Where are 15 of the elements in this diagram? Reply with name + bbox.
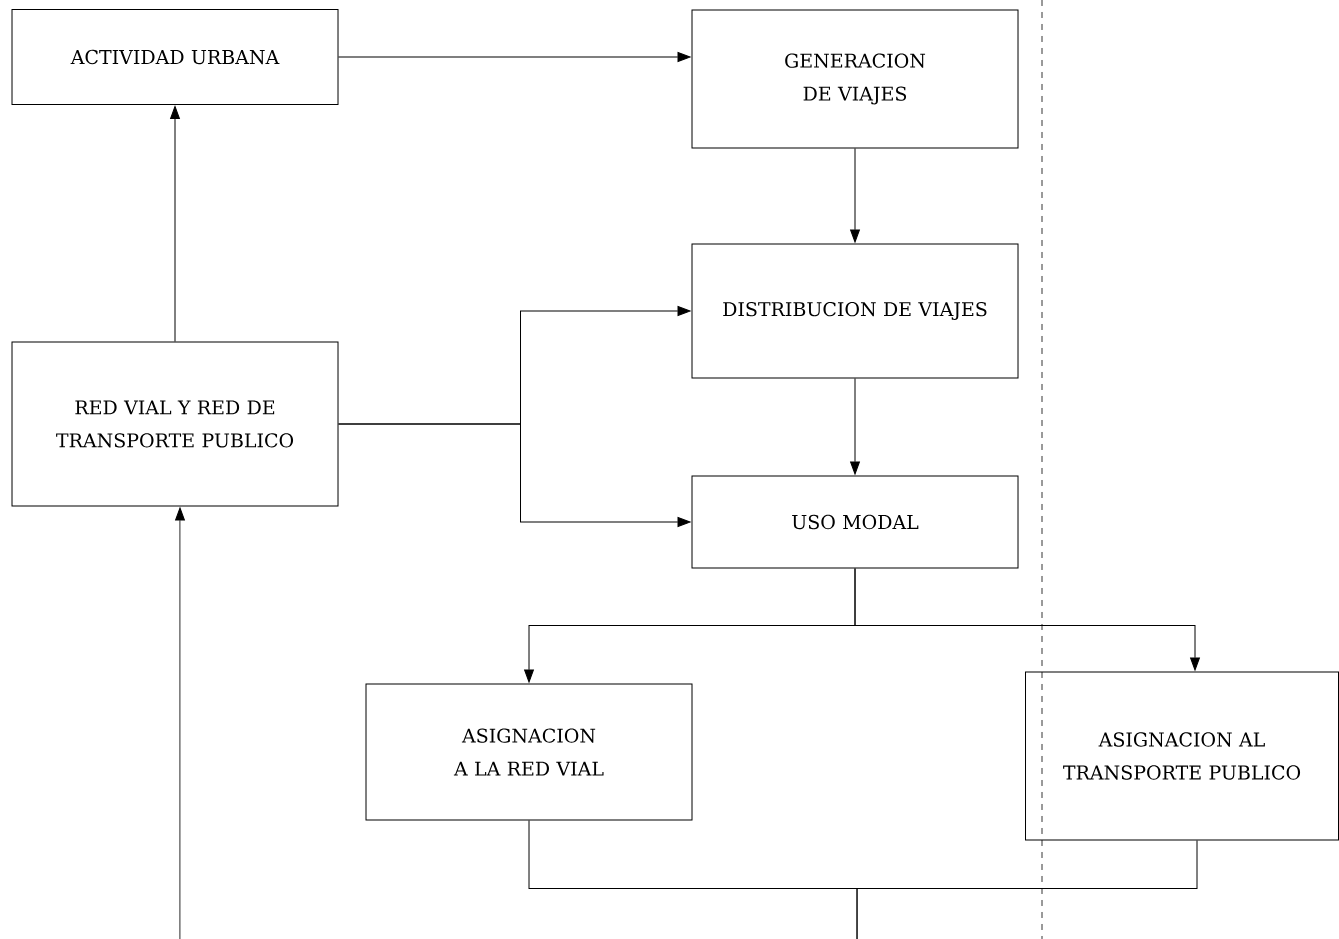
- arrow: [338, 423, 691, 527]
- process-box: RED VIAL Y RED DE TRANSPORTE PUBLICO: [11, 341, 339, 507]
- arrow: [854, 568, 1200, 671]
- arrow: [338, 52, 691, 62]
- arrow: [850, 378, 860, 475]
- process-box: USO MODAL: [691, 475, 1019, 569]
- process-box: ASIGNACION A LA RED VIAL: [365, 683, 693, 821]
- process-box: ASIGNACION AL TRANSPORTE PUBLICO: [1025, 671, 1339, 841]
- process-box: GENERACION DE VIAJES: [691, 9, 1019, 149]
- arrow: [850, 148, 860, 243]
- arrow: [175, 507, 185, 939]
- connector-line: [856, 840, 1198, 939]
- process-box: DISTRIBUCION DE VIAJES: [691, 243, 1019, 379]
- arrow: [170, 106, 180, 342]
- process-box: ACTIVIDAD URBANA: [11, 9, 339, 105]
